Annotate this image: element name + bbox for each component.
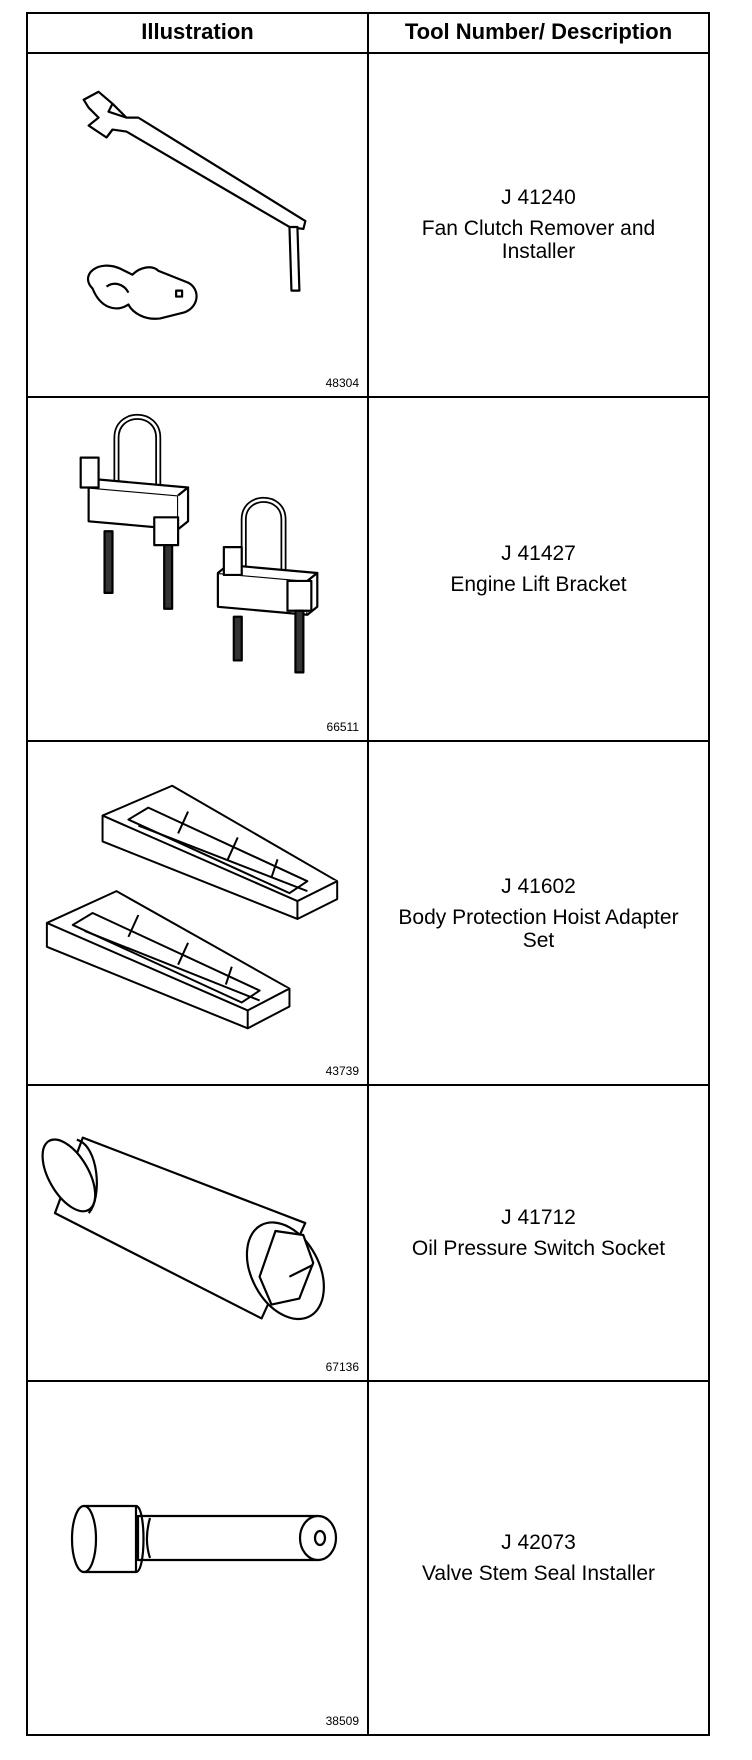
tool-number: J 41712 bbox=[501, 1206, 576, 1229]
lift-bracket-icon: 66511 bbox=[28, 398, 367, 740]
seal-installer-icon: 38509 bbox=[28, 1382, 367, 1734]
tool-number: J 41427 bbox=[501, 542, 576, 565]
tool-description: J 42073 Valve Stem Seal Installer bbox=[369, 1382, 708, 1734]
figure-number: 48304 bbox=[325, 376, 359, 390]
tool-number: J 41602 bbox=[501, 874, 576, 898]
tool-number: J 42073 bbox=[501, 1531, 576, 1554]
table-row: 43739 J 41602 Body Protection Hoist Adap… bbox=[28, 742, 708, 1086]
table-row: 66511 J 41427 Engine Lift Bracket bbox=[28, 398, 708, 742]
tool-description: J 41712 Oil Pressure Switch Socket bbox=[369, 1086, 708, 1380]
figure-number: 38509 bbox=[325, 1714, 359, 1728]
figure-number: 66511 bbox=[326, 720, 359, 734]
tool-description: J 41240 Fan Clutch Remover and Installer bbox=[369, 52, 708, 396]
tool-description: J 41602 Body Protection Hoist Adapter Se… bbox=[369, 742, 708, 1084]
tool-table: Illustration Tool Number/ Description 48… bbox=[26, 12, 710, 1736]
illustration-header: Illustration bbox=[141, 19, 254, 44]
table-row: 48304 J 41240 Fan Clutch Remover and Ins… bbox=[28, 52, 708, 398]
tool-label: Body Protection Hoist Adapter Set bbox=[398, 905, 679, 952]
hoist-adapter-icon: 43739 bbox=[28, 742, 367, 1084]
table-row: 67136 J 41712 Oil Pressure Switch Socket bbox=[28, 1086, 708, 1382]
table-row: 38509 J 42073 Valve Stem Seal Installer bbox=[28, 1382, 708, 1734]
tool-number: J 41240 bbox=[501, 185, 576, 209]
fan-clutch-wrench-icon: 48304 bbox=[28, 52, 367, 396]
figure-number: 67136 bbox=[325, 1360, 359, 1374]
tool-label: Oil Pressure Switch Socket bbox=[411, 1237, 666, 1260]
tool-label: Valve Stem Seal Installer bbox=[421, 1562, 656, 1585]
table-header: Illustration Tool Number/ Description bbox=[28, 14, 708, 54]
figure-number: 43739 bbox=[325, 1064, 359, 1078]
tool-label: Engine Lift Bracket bbox=[450, 573, 627, 596]
tool-description: J 41427 Engine Lift Bracket bbox=[369, 398, 708, 740]
socket-icon: 67136 bbox=[28, 1086, 367, 1380]
column-divider bbox=[367, 14, 369, 1734]
tool-label: Fan Clutch Remover and Installer bbox=[421, 216, 656, 263]
description-header: Tool Number/ Description bbox=[404, 19, 673, 44]
